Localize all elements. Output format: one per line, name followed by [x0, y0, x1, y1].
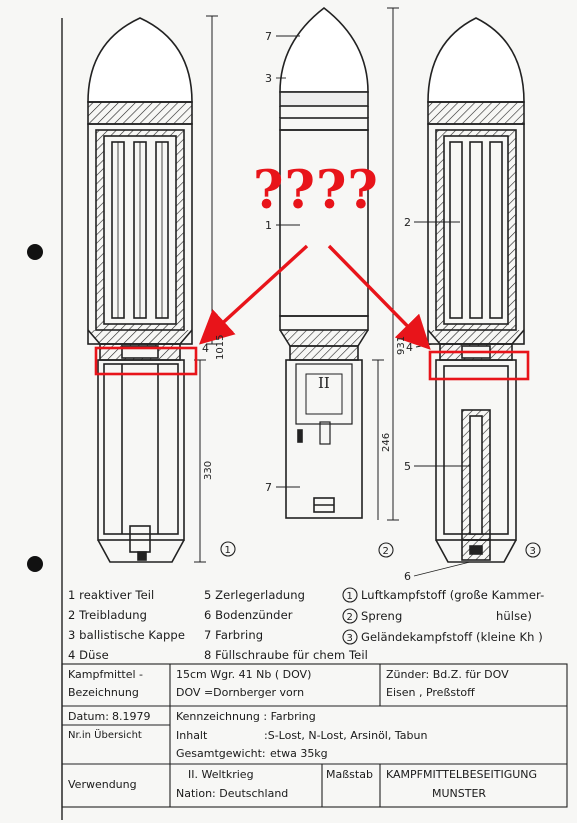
highlight-box-left	[94, 346, 198, 376]
part-label: 2	[404, 216, 411, 229]
arrow-right	[327, 244, 431, 350]
zuender: Eisen , Preßstoff	[386, 686, 475, 699]
datum-label: Datum:	[68, 710, 109, 723]
legend-variant-number: 1	[347, 591, 353, 602]
part-label: 7	[265, 30, 272, 43]
datum-value: 8.1979	[112, 710, 151, 723]
inhalt-value: :S-Lost, N-Lost, Arsinöl, Tabun	[264, 729, 428, 742]
kennzeichnung: Kennzeichnung : Farbring	[176, 710, 316, 723]
binder-hole	[27, 244, 43, 260]
gewicht-value: etwa 35kg	[270, 747, 328, 760]
part-label: 4	[202, 342, 209, 355]
kampfmittel-label: Kampfmittel -	[68, 668, 144, 681]
binder-hole	[27, 556, 43, 572]
highlight-box-right	[428, 350, 530, 381]
variant-marks: 1 2 3 1 2 3	[220, 541, 541, 645]
legend-variant-number: 3	[347, 633, 353, 644]
part-label: 3	[265, 72, 272, 85]
variant-number: 3	[530, 546, 536, 557]
question-marks: ????	[253, 160, 379, 221]
dimension-label: 246	[381, 433, 392, 452]
verwendung-value: II. Weltkrieg	[188, 768, 254, 781]
legend-item: 3 ballistische Kappe	[68, 628, 185, 642]
title-block-grid	[61, 663, 568, 808]
inhalt-label: Inhalt	[176, 729, 208, 742]
verwendung-label: Verwendung	[68, 778, 137, 791]
organization: KAMPFMITTELBESEITIGUNG	[386, 768, 538, 781]
dimension-label: 330	[203, 461, 214, 480]
verwendung-value: Nation: Deutschland	[176, 787, 289, 800]
legend-item: Luftkampfstoff (große Kammer-	[361, 588, 545, 602]
part-label: 7	[265, 481, 272, 494]
dimension-label: 931	[396, 336, 407, 355]
legend-item: 8 Füllschraube für chem Teil	[204, 648, 368, 662]
legend-item: hülse)	[496, 609, 532, 623]
legend-item: 7 Farbring	[204, 628, 264, 642]
variant-number: 1	[225, 545, 231, 556]
figure-labels: 7 3 1 2 4 4 5 7 6 II 1015 330 931 246	[202, 30, 413, 583]
arrow-left	[198, 244, 309, 345]
shell-variant-3	[427, 17, 525, 563]
organization: MUNSTER	[432, 787, 487, 800]
dimension-label: 1015	[215, 335, 226, 360]
legend-variant-number: 2	[347, 612, 353, 623]
legend-item: 1 reaktiver Teil	[68, 588, 155, 602]
legend-item: 5 Zerlegerladung	[204, 588, 306, 602]
legend-item: 6 Bodenzünder	[204, 608, 293, 622]
legend-item: Geländekampfstoff (kleine Kh )	[361, 630, 543, 644]
part-label: 5	[404, 460, 411, 473]
legend-item: Spreng	[361, 609, 403, 623]
kampfmittel-label: Bezeichnung	[68, 686, 139, 699]
legend-item: 2 Treibladung	[68, 608, 148, 622]
shell-variant-2	[279, 6, 369, 519]
designation: 15cm Wgr. 41 Nb ( DOV)	[176, 668, 312, 681]
gewicht-label: Gesamtgewicht:	[176, 747, 266, 760]
zuender: Zünder: Bd.Z. für DOV	[386, 668, 509, 681]
shell-variant-1	[87, 17, 193, 563]
variant-number: 2	[383, 546, 389, 557]
dimension-lines	[194, 7, 399, 563]
massstab-label: Maßstab	[326, 768, 373, 781]
part-label: 6	[404, 570, 411, 583]
legend-item: 4 Düse	[68, 648, 109, 662]
part-label: 4	[406, 341, 413, 354]
roman-numeral: II	[318, 374, 330, 392]
nr-label: Nr.in Übersicht	[68, 730, 142, 741]
part-label: 1	[265, 219, 272, 232]
designation: DOV =Dornberger vorn	[176, 686, 305, 699]
